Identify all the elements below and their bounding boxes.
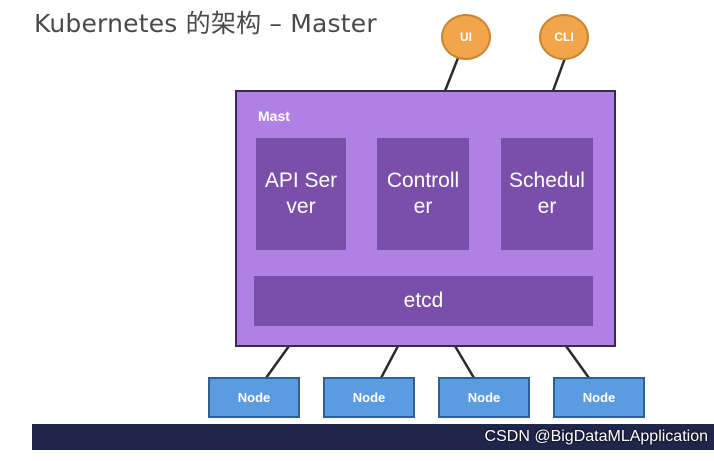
ui-client-circle: UI bbox=[441, 14, 491, 60]
controller-label: Controller bbox=[386, 169, 460, 218]
etcd-label: etcd bbox=[403, 289, 444, 312]
controller-box: Controller bbox=[377, 138, 469, 250]
ui-client-label: UI bbox=[460, 30, 472, 44]
api-server-label: API Server bbox=[264, 169, 338, 218]
node-label-4: Node bbox=[582, 390, 616, 405]
footer-bar bbox=[32, 424, 714, 450]
etcd-box: etcd bbox=[254, 276, 593, 326]
cli-connector bbox=[551, 57, 567, 92]
master-label: Mast bbox=[258, 108, 290, 124]
cli-client-circle: CLI bbox=[539, 14, 589, 60]
node-box-2: Node bbox=[323, 377, 415, 418]
slide-title: Kubernetes 的架构 – Master bbox=[34, 9, 377, 38]
node-label-3: Node bbox=[467, 390, 501, 405]
node-label-1: Node bbox=[237, 390, 271, 405]
node-box-1: Node bbox=[208, 377, 300, 418]
cli-client-label: CLI bbox=[554, 30, 574, 44]
scheduler-box: Scheduler bbox=[501, 138, 593, 250]
node-box-4: Node bbox=[553, 377, 645, 418]
node-connector-4 bbox=[564, 345, 591, 379]
node-box-3: Node bbox=[438, 377, 530, 418]
csdn-watermark: CSDN @BigDataMLApplication bbox=[484, 428, 708, 445]
scheduler-label: Scheduler bbox=[509, 169, 585, 218]
node-connector-2 bbox=[379, 345, 400, 379]
node-connector-1 bbox=[264, 345, 291, 379]
node-connector-3 bbox=[453, 345, 476, 379]
node-label-2: Node bbox=[352, 390, 386, 405]
api-server-box: API Server bbox=[256, 138, 346, 250]
ui-connector bbox=[443, 57, 460, 92]
